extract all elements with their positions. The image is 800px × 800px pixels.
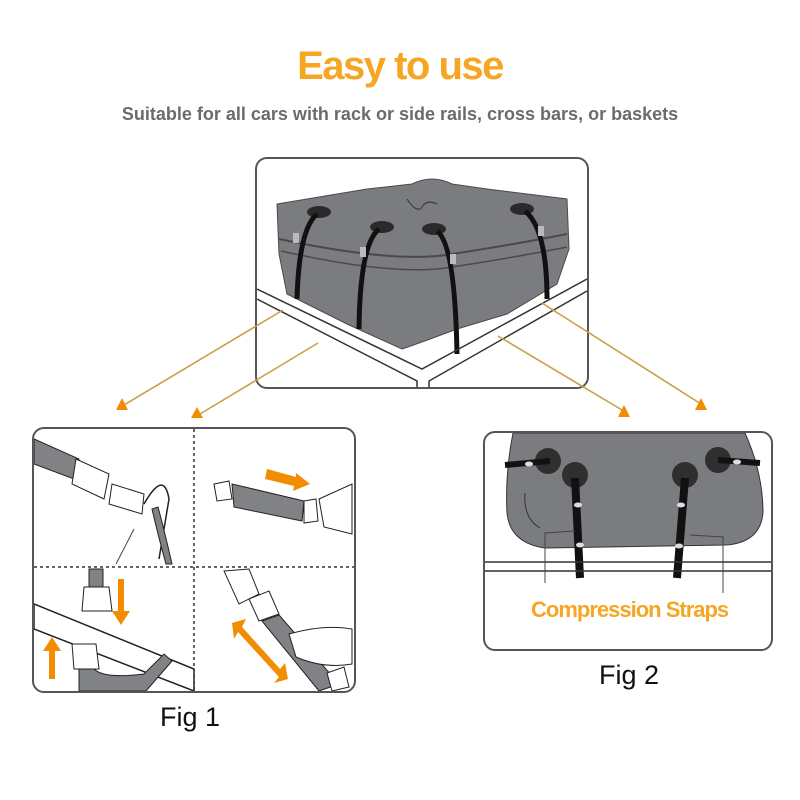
arrowhead-icon (695, 398, 707, 410)
fig2-label: Fig 2 (599, 660, 660, 690)
fig1-steps-illustration (34, 429, 354, 691)
fig1-panel (32, 427, 356, 693)
step2-illustration (213, 469, 353, 535)
compression-straps-callout: Compression Straps (531, 597, 729, 622)
arrowhead-icon (618, 405, 630, 417)
arrow-right-icon (265, 469, 310, 491)
arrow-down-icon (112, 579, 130, 625)
step3-illustration (34, 568, 195, 691)
step4-illustration (223, 568, 353, 691)
page-title: Easy to use (297, 44, 504, 88)
compression-straps-illustration (485, 433, 771, 593)
step1-illustration (34, 438, 173, 565)
roof-bag-illustration (257, 178, 587, 387)
arrow-up-icon (43, 637, 61, 679)
arrowhead-icon (116, 398, 128, 410)
fig2-panel: Compression Straps (483, 431, 773, 651)
arrow-bidirectional-icon (232, 619, 288, 683)
page-subtitle: Suitable for all cars with rack or side … (121, 104, 679, 124)
top-panel-roof-bag (255, 157, 589, 389)
fig1-label: Fig 1 (160, 702, 221, 732)
arrowhead-icon (191, 407, 203, 418)
